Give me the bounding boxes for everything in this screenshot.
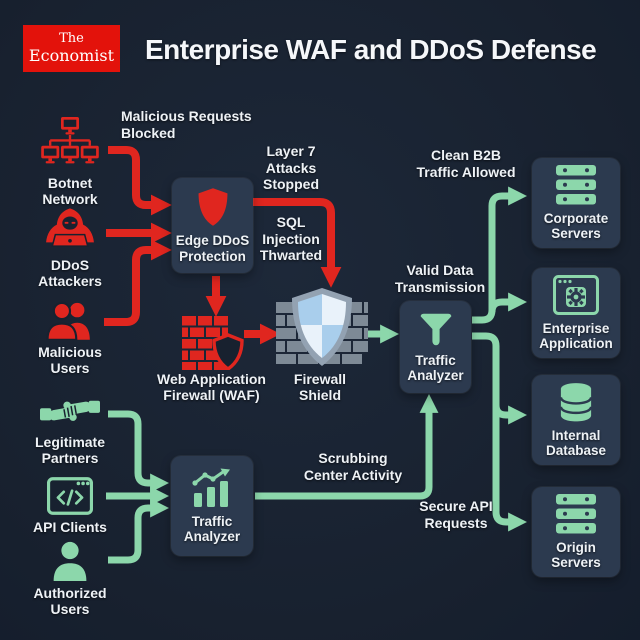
node-legitimate-partners: Legitimate Partners xyxy=(15,392,125,466)
node-label: Corporate Servers xyxy=(543,210,609,241)
node-label: Traffic Analyzer xyxy=(183,513,241,544)
node-authorized-users: Authorized Users xyxy=(15,541,125,617)
database-icon xyxy=(559,383,593,422)
node-label: DDoS Attackers xyxy=(38,257,102,289)
code-window-icon xyxy=(47,477,93,515)
node-label: Botnet Network xyxy=(42,175,98,207)
handshake-icon xyxy=(40,400,100,421)
node-label: Internal Database xyxy=(545,427,607,458)
node-label: Malicious Users xyxy=(38,344,102,376)
brick-wall-shield-icon xyxy=(182,316,244,370)
botnet-network-icon xyxy=(41,117,99,164)
bar-chart-icon xyxy=(192,468,230,507)
gear-window-icon xyxy=(553,274,599,315)
user-icon xyxy=(53,541,87,581)
flow-label-malicious-requests: Malicious Requests Blocked xyxy=(121,108,252,141)
node-traffic-analyzer-mid: Traffic Analyzer xyxy=(400,301,471,393)
node-malicious-users: Malicious Users xyxy=(15,300,125,376)
node-label: Origin Servers xyxy=(551,539,601,570)
firewall-shield-icon xyxy=(276,288,368,366)
node-api-clients: API Clients xyxy=(15,477,125,536)
node-firewall-shield-label: Firewall Shield xyxy=(293,371,347,403)
server-stack-icon xyxy=(556,493,596,534)
node-botnet-network: Botnet Network xyxy=(15,117,125,207)
flow-label-layer7: Layer 7 Attacks Stopped xyxy=(263,143,319,193)
node-edge-ddos-protection: Edge DDoS Protection xyxy=(172,178,253,273)
node-traffic-analyzer-bottom: Traffic Analyzer xyxy=(171,456,253,556)
node-label: API Clients xyxy=(33,519,107,535)
node-internal-database: Internal Database xyxy=(532,375,620,465)
node-label: Legitimate Partners xyxy=(34,434,105,466)
node-ddos-attackers: DDoS Attackers xyxy=(15,207,125,289)
logo-line2: Economist xyxy=(28,45,115,65)
flow-label-valid-data: Valid Data Transmission xyxy=(394,262,486,295)
flow-label-clean-b2b: Clean B2B Traffic Allowed xyxy=(416,147,516,180)
user-group-icon xyxy=(46,301,90,340)
node-label: Enterprise Application xyxy=(539,320,613,351)
node-label: Traffic Analyzer xyxy=(407,352,464,383)
flow-label-secure-api: Secure API Requests xyxy=(419,498,493,531)
red-shield-icon xyxy=(198,188,227,227)
server-stack-icon xyxy=(556,164,596,205)
logo-line1: The xyxy=(59,31,84,47)
node-enterprise-application: Enterprise Application xyxy=(532,268,620,358)
hooded-hacker-icon xyxy=(46,208,94,247)
node-label: Edge DDoS Protection xyxy=(175,233,250,264)
node-origin-servers: Origin Servers xyxy=(532,487,620,577)
node-label: Authorized Users xyxy=(33,585,107,617)
page-title: Enterprise WAF and DDoS Defense xyxy=(145,34,597,65)
funnel-icon xyxy=(420,313,451,346)
node-corporate-servers: Corporate Servers xyxy=(532,158,620,248)
flow-label-scrubbing: Scrubbing Center Activity xyxy=(303,450,403,483)
economist-logo: The Economist xyxy=(23,25,120,72)
node-waf-label: Web Application Firewall (WAF) xyxy=(157,371,266,403)
flow-label-sql-injection: SQL Injection Thwarted xyxy=(259,214,323,264)
